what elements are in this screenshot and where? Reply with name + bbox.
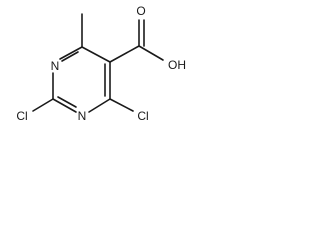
bond-c2-n3-double (57, 96, 77, 108)
atom-label-cl-left: Cl (16, 109, 27, 123)
bond-c2-cl (32, 98, 54, 112)
atom-label-o-carbonyl: O (136, 4, 145, 18)
bond-c5-carboxyl (109, 45, 140, 63)
bond-c2-n3 (52, 98, 77, 113)
atom-label-oh: OH (168, 58, 186, 72)
bond-c4-cl (109, 98, 134, 112)
chemical-structure-diagram: N N Cl Cl OH O (16, 4, 186, 123)
atom-label-n-top: N (51, 59, 60, 73)
atom-label-cl-right: Cl (137, 109, 148, 123)
bond-c5-c6 (81, 46, 111, 63)
bond-carboxyl-oh (138, 45, 164, 61)
bond-c6-n1-double (61, 51, 79, 62)
bond-c6-n1 (59, 46, 83, 60)
atom-label-n-bottom: N (78, 109, 87, 123)
bond-n3-c4 (88, 98, 111, 113)
